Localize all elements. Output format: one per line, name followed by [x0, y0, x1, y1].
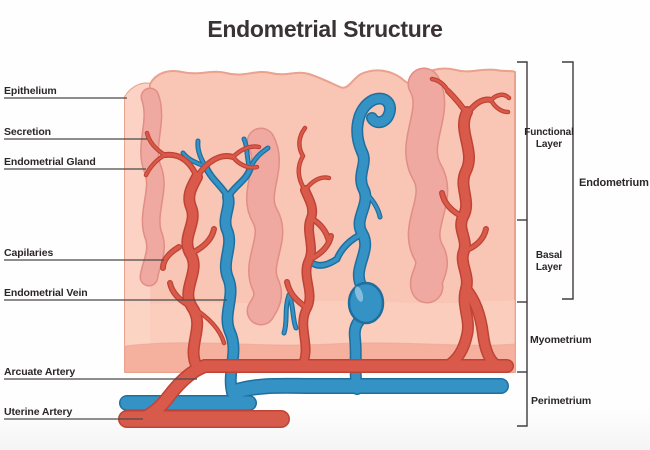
label-epithelium: Epithelium [4, 85, 57, 97]
label-uterine-artery: Uterine Artery [4, 406, 73, 418]
label-capilaries: Capilaries [4, 247, 54, 259]
leader-lines [4, 97, 227, 420]
label-myometrium: Myometrium [530, 334, 592, 346]
arteries [118, 76, 514, 428]
label-functional-layer: Functional Layer [524, 127, 574, 150]
veins [119, 92, 509, 411]
label-arcuate-artery: Arcuate Artery [4, 366, 76, 378]
label-endometrial-vein: Endometrial Vein [4, 287, 88, 299]
figure-title: Endometrial Structure [207, 16, 443, 42]
vein-knot [347, 281, 385, 325]
label-endometrium: Endometrium [579, 177, 649, 189]
layer-brackets [517, 61, 574, 427]
endometrial-glands [139, 67, 449, 326]
label-secretion: Secretion [4, 126, 51, 138]
label-perimetrium: Perimetrium [531, 395, 592, 407]
label-basal-layer: Basal Layer [535, 250, 563, 273]
label-endometrial-gland: Endometrial Gland [4, 156, 96, 168]
